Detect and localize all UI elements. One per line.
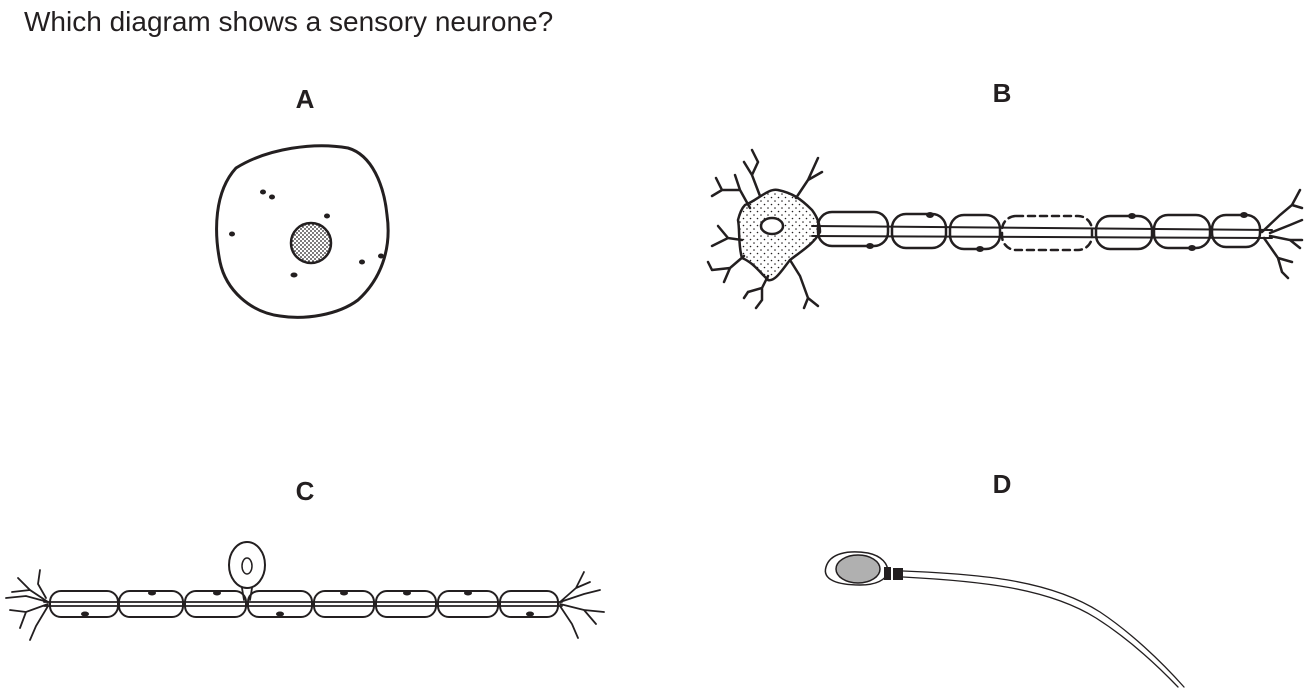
sperm-head-icon [835,554,881,584]
option-label-c[interactable]: C [295,476,315,506]
option-label-b[interactable]: B [992,78,1012,108]
diagram-a-round-cell-icon[interactable] [215,144,390,319]
nucleus-icon [289,221,333,265]
diagram-d-sperm-cell-icon[interactable] [824,551,1185,688]
question-text: Which diagram shows a sensory neurone? [24,6,554,37]
option-label-a[interactable]: A [295,84,315,114]
diagram-b-motor-neurone-icon[interactable] [706,148,1304,310]
option-label-d[interactable]: D [992,469,1012,499]
diagram-c-sensory-neurone-icon[interactable] [5,541,605,641]
